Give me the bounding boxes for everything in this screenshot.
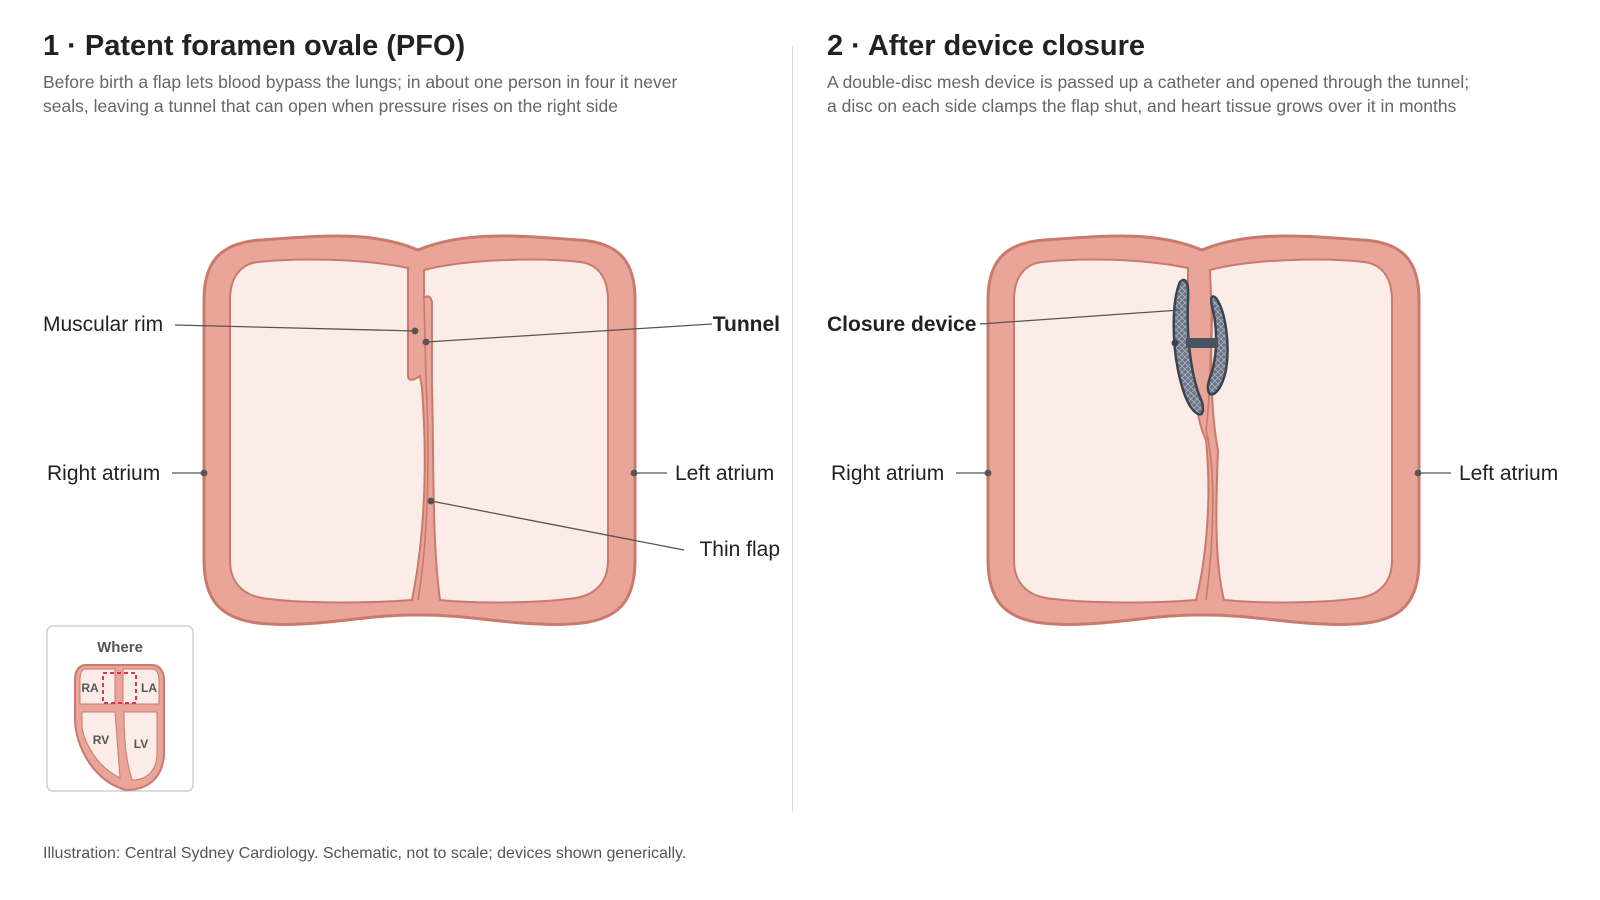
right-atrium-chamber: [229, 258, 426, 604]
label-tunnel: Tunnel: [713, 313, 780, 336]
inset-ra: [79, 668, 116, 705]
panel-2-title: 2 · After device closure: [827, 30, 1146, 62]
inset-label-rv: RV: [93, 733, 109, 747]
panel-divider: [792, 46, 793, 812]
panel-2-subtitle-line-1: A double-disc mesh device is passed up a…: [827, 72, 1470, 92]
inset-la: [122, 668, 160, 705]
panel-2-subtitle: A double-disc mesh device is passed up a…: [827, 70, 1587, 118]
label-muscular-rim: Muscular rim: [43, 313, 163, 336]
label-left-atrium-1: Left atrium: [675, 462, 774, 485]
inset-label-ra: RA: [81, 681, 99, 695]
panel-1-annotations: Muscular rim Tunnel Right atrium Left at…: [43, 313, 780, 561]
label-right-atrium-2: Right atrium: [831, 462, 944, 485]
left-atrium-chamber-2: [1208, 258, 1393, 604]
inset-title: Where: [97, 639, 143, 656]
left-atrium-chamber: [423, 258, 609, 604]
label-thin-flap: Thin flap: [699, 538, 780, 561]
inset-lv: [123, 711, 158, 781]
label-right-atrium-1: Right atrium: [47, 462, 160, 485]
panel-2-annotations: Closure device Right atrium Left atrium: [827, 309, 1558, 485]
where-inset: Where RA LA RV LV: [46, 625, 194, 792]
thin-flap: [417, 299, 429, 601]
inset-rv: [81, 711, 121, 779]
footer-credit: Illustration: Central Sydney Cardiology.…: [43, 845, 687, 862]
panel-1-title: 1 · Patent foramen ovale (PFO): [43, 30, 466, 62]
inset-label-lv: LV: [134, 737, 148, 751]
label-closure-device: Closure device: [827, 313, 976, 336]
panel-1-subtitle: Before birth a flap lets blood bypass th…: [43, 70, 783, 118]
panel-2-subtitle-line-2: a disc on each side clamps the flap shut…: [827, 96, 1457, 116]
sealed-flap: [1205, 299, 1214, 601]
closure-device-icon: [1171, 278, 1229, 416]
panel-1-heart-icon: [202, 234, 637, 626]
inset-label-la: LA: [141, 681, 157, 695]
panel-1-subtitle-line-2: seals, leaving a tunnel that can open wh…: [43, 96, 618, 116]
right-atrium-chamber-2: [1013, 258, 1210, 604]
device-waist: [1186, 338, 1218, 348]
panel-2-heart-icon: [986, 234, 1421, 626]
inset-highlight-box: [102, 672, 137, 704]
label-left-atrium-2: Left atrium: [1459, 462, 1558, 485]
catheter-hub: [1171, 339, 1179, 347]
heart-inset-icon: [74, 664, 165, 792]
panel-1-subtitle-line-1: Before birth a flap lets blood bypass th…: [43, 72, 678, 92]
